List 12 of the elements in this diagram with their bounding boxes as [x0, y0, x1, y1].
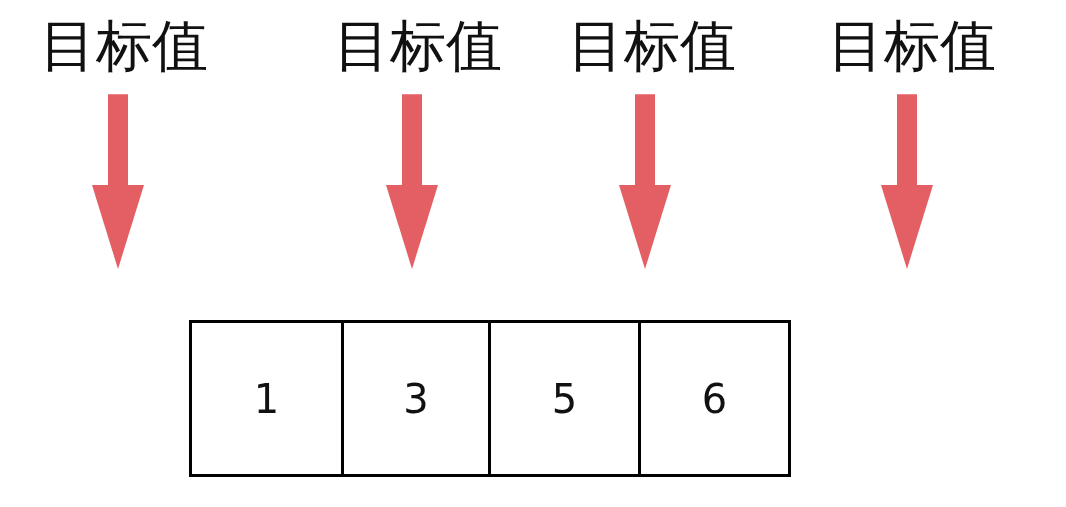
arrow — [881, 94, 933, 269]
arrow — [619, 94, 671, 269]
label-text: 目标值 — [334, 12, 502, 80]
arrow — [386, 94, 438, 269]
array-cell: 1 — [189, 320, 344, 477]
array-cell: 3 — [341, 320, 491, 477]
label-text: 目标值 — [40, 12, 208, 80]
array-cell: 6 — [638, 320, 791, 477]
array-cell: 5 — [488, 320, 641, 477]
arrow — [92, 94, 144, 269]
label-text: 目标值 — [828, 12, 996, 80]
label-text: 目标值 — [568, 12, 736, 80]
